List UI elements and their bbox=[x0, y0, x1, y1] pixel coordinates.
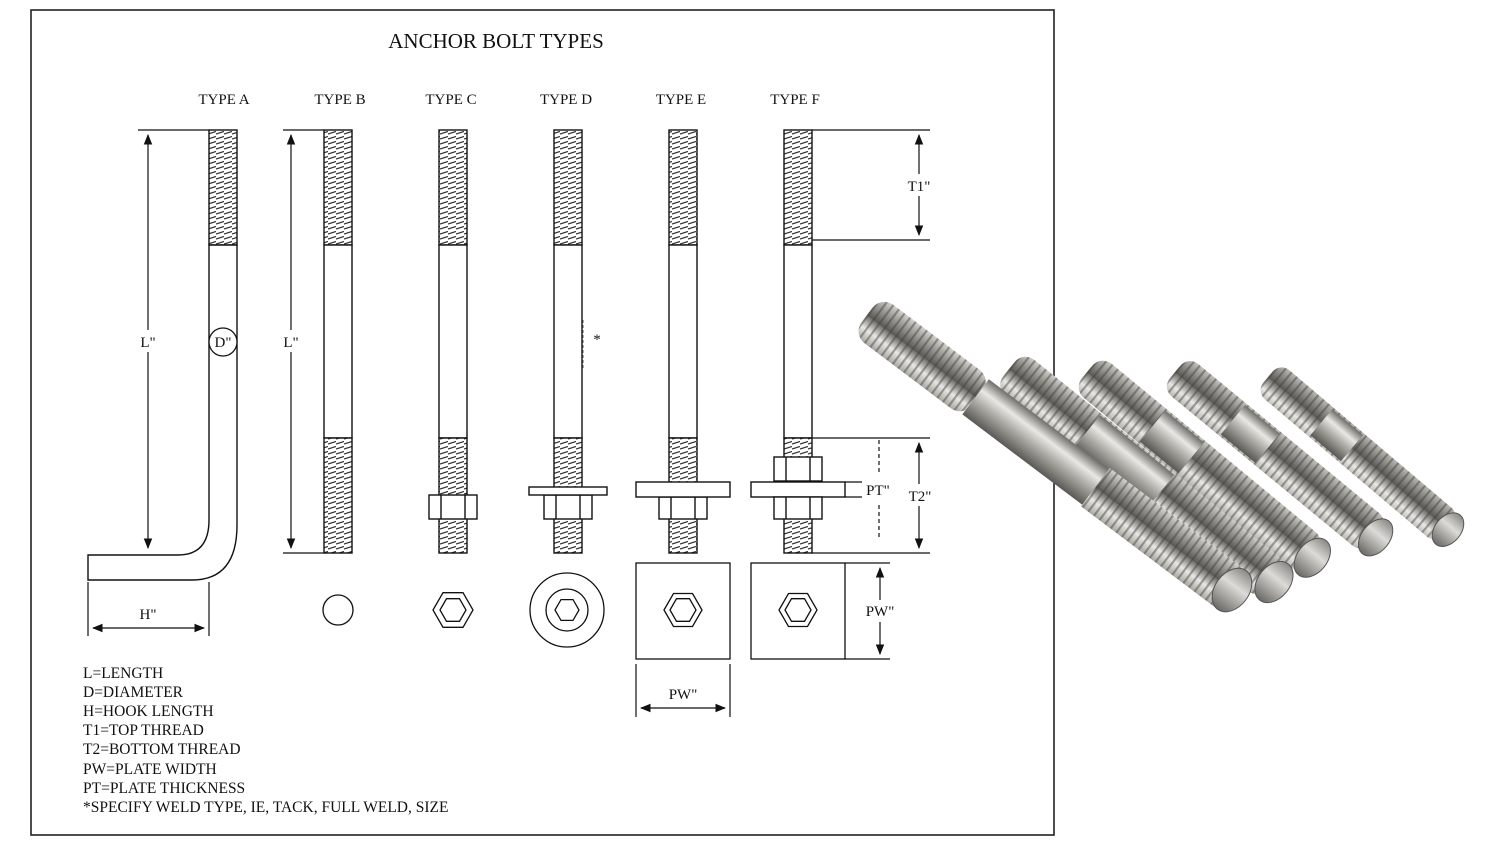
type-e-end-view bbox=[635, 562, 731, 660]
hook-dimension bbox=[87, 582, 210, 636]
type-e-bolt bbox=[635, 129, 731, 554]
type-a-bolt bbox=[87, 129, 238, 581]
type-c-label: TYPE C bbox=[425, 92, 476, 108]
type-c-end-view bbox=[432, 592, 474, 628]
legend-item: T1=TOP THREAD bbox=[83, 722, 204, 739]
hook-label: H" bbox=[140, 607, 157, 623]
type-f-label: TYPE F bbox=[770, 92, 820, 108]
stud-rod bbox=[1078, 360, 1331, 578]
type-b-bolt bbox=[323, 129, 353, 554]
type-a-length-label: L" bbox=[140, 335, 155, 351]
legend-item: *SPECIFY WELD TYPE, IE, TACK, FULL WELD,… bbox=[83, 799, 448, 816]
diameter-callout bbox=[208, 327, 238, 357]
type-d-label: TYPE D bbox=[540, 92, 592, 108]
diameter-label: D" bbox=[215, 335, 232, 351]
weld-mark: * bbox=[593, 332, 601, 348]
type-e-label: TYPE E bbox=[656, 92, 706, 108]
top-thread-label: T1" bbox=[908, 179, 931, 195]
plate-width-bottom-label: PW" bbox=[669, 687, 698, 703]
plate-width-bottom-dimension bbox=[635, 664, 731, 717]
legend-item: PW=PLATE WIDTH bbox=[83, 761, 217, 778]
type-d-end-view bbox=[529, 572, 605, 648]
stud-rod bbox=[1166, 361, 1394, 557]
plate-width-right-label: PW" bbox=[866, 604, 895, 620]
type-b-label: TYPE B bbox=[314, 92, 365, 108]
stud-rod bbox=[1000, 356, 1294, 604]
diagram-title: ANCHOR BOLT TYPES bbox=[388, 29, 604, 53]
type-b-end-view bbox=[322, 594, 354, 626]
legend-item: T2=BOTTOM THREAD bbox=[83, 741, 241, 758]
type-f-bolt bbox=[750, 129, 846, 554]
stud-rod bbox=[1260, 367, 1465, 547]
plate-thickness-label: PT" bbox=[866, 483, 890, 499]
legend-item: D=DIAMETER bbox=[83, 684, 184, 701]
legend-item: L=LENGTH bbox=[83, 665, 163, 682]
type-b-length-label: L" bbox=[283, 335, 298, 351]
legend-item: PT=PLATE THICKNESS bbox=[83, 780, 245, 797]
stud-bolts-photo bbox=[858, 301, 1465, 613]
type-d-bolt bbox=[528, 129, 608, 554]
drawing-frame bbox=[30, 9, 1055, 836]
legend-item: H=HOOK LENGTH bbox=[83, 703, 214, 720]
type-f-end-view bbox=[750, 562, 846, 660]
type-a-label: TYPE A bbox=[198, 92, 249, 108]
legend: L=LENGTH D=DIAMETER H=HOOK LENGTH T1=TOP… bbox=[83, 665, 448, 816]
stud-rod bbox=[858, 301, 1253, 613]
type-c-bolt bbox=[428, 129, 478, 554]
bottom-thread-label: T2" bbox=[909, 489, 932, 505]
